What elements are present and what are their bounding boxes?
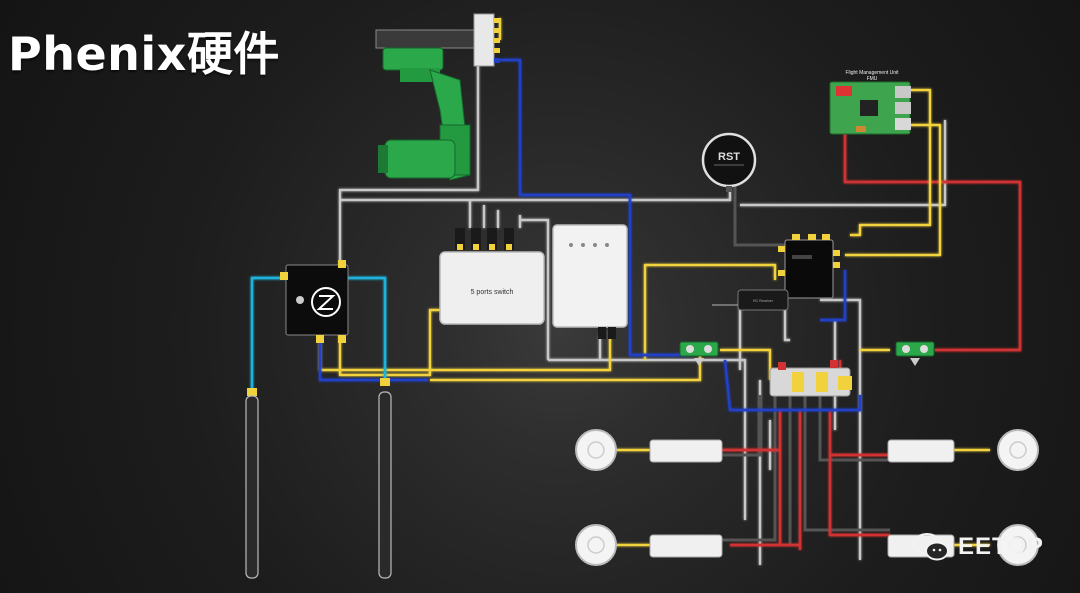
cyan-cables <box>250 276 387 390</box>
red-cables <box>720 130 1022 550</box>
power-distribution-board <box>769 360 852 397</box>
radio-modem <box>280 260 349 343</box>
motor-front-right <box>887 429 1039 471</box>
power-module-right <box>895 341 935 366</box>
gps-module: RST <box>701 132 757 192</box>
watermark: EETOP <box>912 530 1044 564</box>
wechat-icon <box>913 533 949 561</box>
dark-cables <box>720 180 890 545</box>
companion-computer <box>552 224 628 339</box>
flight-controller <box>778 234 840 299</box>
rc-receiver: RC Receiver <box>712 289 789 311</box>
blue-cables <box>318 58 862 412</box>
antenna-right <box>378 378 392 579</box>
network-switch: 5 ports switch <box>439 228 545 325</box>
switch-label: 5 ports switch <box>471 289 514 296</box>
fmu-board: Flight Management Unit FMU <box>829 70 911 135</box>
motor-front-left <box>575 429 723 471</box>
gps-brand-label: RST <box>718 151 740 163</box>
fmu-sub-label: FMU <box>867 76 878 82</box>
rc-receiver-label: RC Receiver <box>753 299 774 303</box>
gimbal-interface-box <box>473 13 500 67</box>
power-module-left <box>679 341 719 366</box>
gimbal-camera <box>375 29 477 181</box>
watermark-text: EETOP <box>958 533 1044 560</box>
page-title: Phenix硬件 <box>8 27 280 81</box>
antenna-left <box>245 388 259 579</box>
motor-rear-left <box>575 524 723 566</box>
fmu-title-label: Flight Management Unit <box>845 70 899 76</box>
